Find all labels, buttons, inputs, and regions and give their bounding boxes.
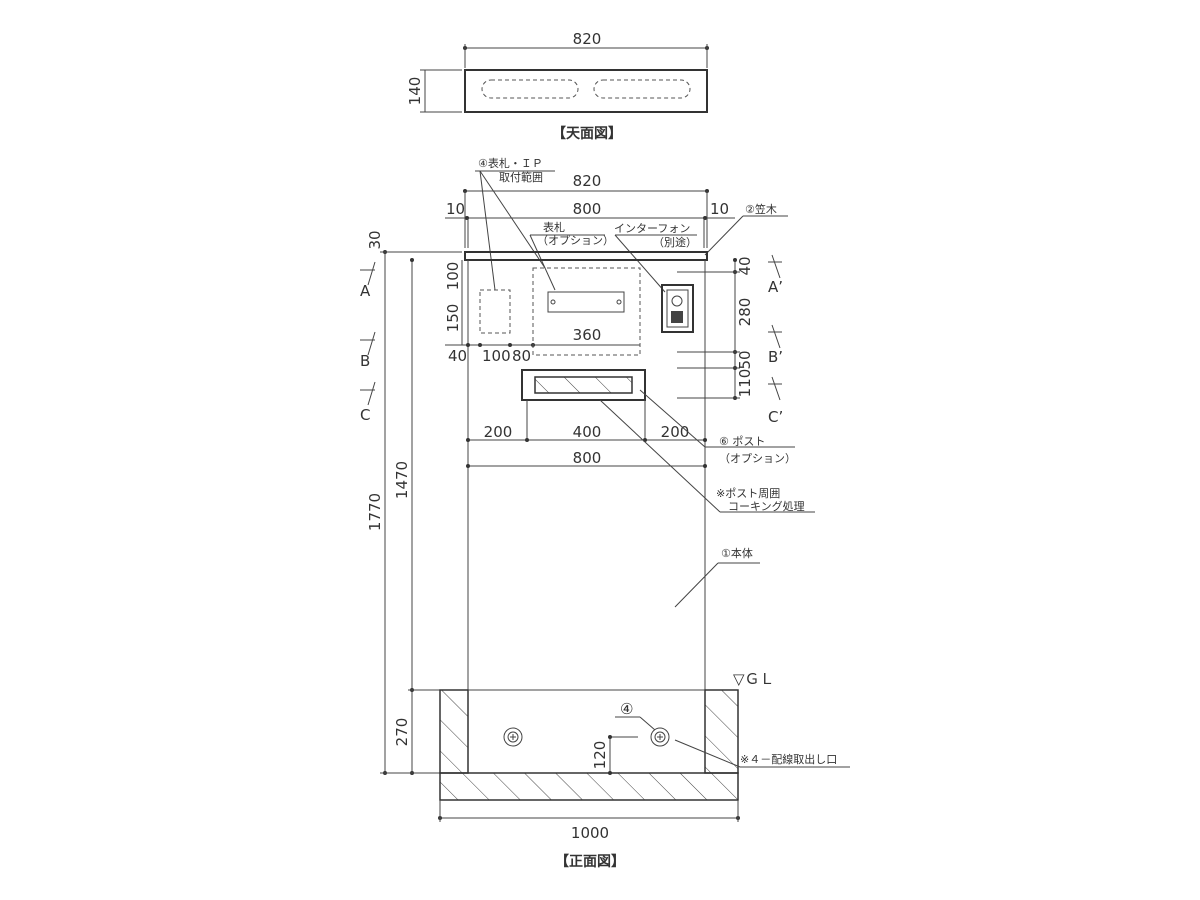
label-caulk: ※ポスト周囲 <box>716 487 780 500</box>
label-intercom: インターフォン <box>614 222 690 235</box>
dim-360: 360 <box>573 326 602 344</box>
dim-40-right: 40 <box>736 256 754 275</box>
label-post: ⑥ ポスト <box>719 435 765 448</box>
label-plate-ip: ④表札・ＩＰ <box>478 156 543 170</box>
label-cap: ②笠木 <box>745 202 777 216</box>
plate-area-small <box>479 289 511 334</box>
label-plate-ip-2: 取付範囲 <box>499 170 543 184</box>
section-c: C <box>360 406 370 424</box>
section-a2: A’ <box>768 278 783 296</box>
label-intercom-2: （別途） <box>653 235 697 249</box>
foundation-right <box>704 689 739 774</box>
label-outlet-num: ④ <box>620 700 633 718</box>
foundation-left <box>439 689 469 774</box>
label-body: ①本体 <box>721 546 753 560</box>
dim-50: 50 <box>736 350 754 369</box>
label-post-2: （オプション） <box>719 452 796 465</box>
label-nameplate: 表札 <box>543 220 565 234</box>
dim-400: 400 <box>573 423 602 441</box>
dim-200-left: 200 <box>484 423 513 441</box>
dim-1470: 1470 <box>393 461 411 499</box>
wire-outlet-right <box>650 727 670 747</box>
top-depth-dim: 140 <box>406 77 424 106</box>
section-a: A <box>360 282 371 300</box>
dim-150-v: 150 <box>444 304 462 333</box>
label-outlet-note: ※４－配線取出し口 <box>740 752 837 766</box>
top-view-outline <box>464 69 708 113</box>
dim-120: 120 <box>591 741 609 770</box>
dim-100-h: 100 <box>482 347 511 365</box>
dim-80: 80 <box>512 347 531 365</box>
cap-outline <box>464 251 708 261</box>
dim-40: 40 <box>448 347 467 365</box>
wire-outlet-left <box>503 727 523 747</box>
dim-100-v: 100 <box>444 262 462 291</box>
front-view-title: 【正面図】 <box>555 854 625 870</box>
plate-area-large <box>532 267 641 356</box>
label-nameplate-2: （オプション） <box>537 234 614 247</box>
top-width-dim: 820 <box>573 30 602 48</box>
intercom <box>661 284 694 333</box>
dim-820: 820 <box>573 172 602 190</box>
top-view: 820 140 【天面図】 <box>406 30 709 142</box>
front-view: 820 800 10 10 ④表札・ＩＰ 取付範囲 表札 （オプション） インタ… <box>360 156 850 870</box>
dim-280: 280 <box>736 298 754 327</box>
dim-30: 30 <box>366 230 384 249</box>
nameplate <box>547 291 625 313</box>
dim-10-left: 10 <box>446 200 465 218</box>
section-c2: C’ <box>768 408 783 426</box>
dim-10-right: 10 <box>710 200 729 218</box>
foundation-bottom <box>439 772 739 801</box>
dim-800-top: 800 <box>573 200 602 218</box>
dim-110: 110 <box>736 369 754 398</box>
dim-270: 270 <box>393 718 411 747</box>
label-gl: ▽ＧＬ <box>733 670 775 688</box>
section-b2: B’ <box>768 348 783 366</box>
dim-1000: 1000 <box>571 824 609 842</box>
dim-200-right: 200 <box>661 423 690 441</box>
post-opening <box>534 376 633 394</box>
section-b: B <box>360 352 370 370</box>
top-view-title: 【天面図】 <box>552 126 622 142</box>
dim-800-body: 800 <box>573 449 602 467</box>
post-slot <box>521 369 646 401</box>
section-marks: A B C A’ B’ C’ <box>360 254 783 426</box>
label-caulk-2: コーキング処理 <box>728 499 805 513</box>
dim-1770: 1770 <box>366 493 384 531</box>
